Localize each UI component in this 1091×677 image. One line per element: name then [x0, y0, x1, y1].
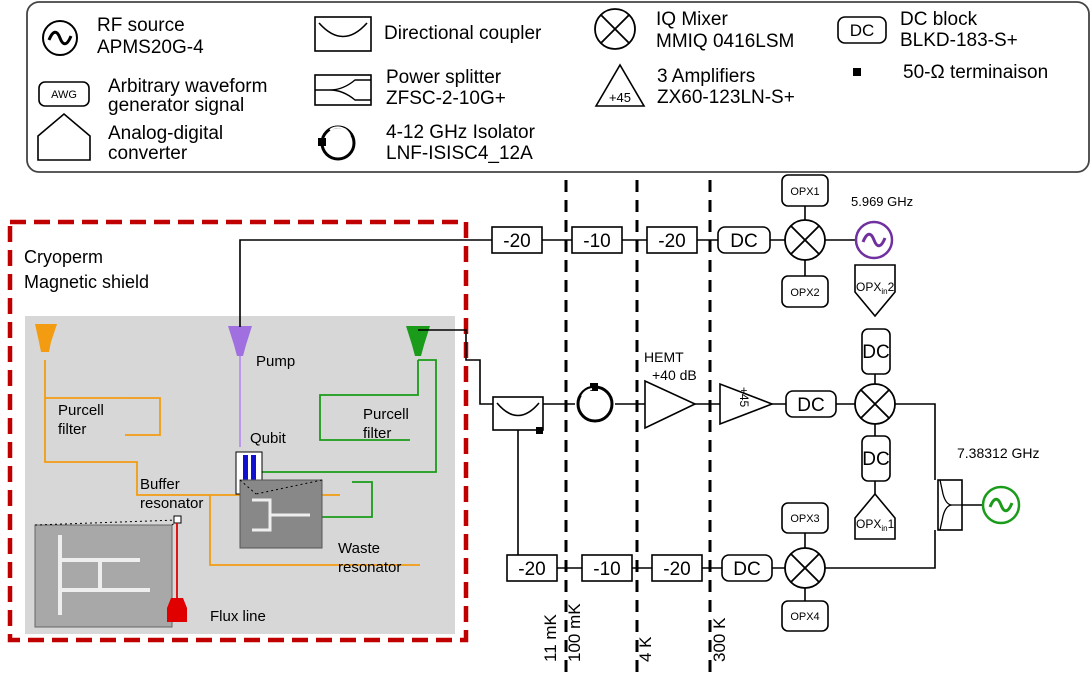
isolator-icon — [322, 127, 354, 159]
purcell-left-line1: Purcell — [58, 402, 104, 419]
isolator — [578, 387, 612, 421]
readout-line: HEMT +40 dB +45 DC OPXin2 DC DC OPXin1 7… — [493, 265, 1040, 539]
amplifiers-model: ZX60-123LN-S+ — [657, 87, 795, 108]
directional-coupler — [493, 397, 543, 430]
bottom-att-3-label: -20 — [663, 559, 690, 580]
hemt-label: HEMT — [644, 349, 684, 365]
readout-frequency: 7.38312 GHz — [957, 445, 1040, 461]
awg-line2: generator signal — [108, 95, 244, 116]
dc-block-model: BLKD-183-S+ — [900, 30, 1018, 51]
amplifier-icon-label: +45 — [609, 90, 631, 105]
purcell-right-line2: filter — [363, 425, 391, 442]
adc-line2: converter — [108, 143, 188, 164]
mixer-model: MMIQ 0416LSM — [656, 31, 794, 52]
coupler-label: Directional coupler — [384, 23, 542, 44]
stage-11mk: 11 mK — [541, 613, 560, 662]
buffer-line2: resonator — [140, 495, 203, 512]
waste-line1: Waste — [338, 540, 380, 557]
dc-block-icon-label: DC — [850, 21, 875, 40]
stage-4k: 4 K — [636, 636, 655, 662]
mixer-title: IQ Mixer — [656, 9, 728, 30]
chip-image: Pump Qubit Purcell filter Purcell filter… — [25, 316, 455, 634]
adc-in2-label: OPXin2 — [856, 280, 895, 296]
awg-line1: Arbitrary waveform — [108, 76, 267, 97]
waste-line2: resonator — [338, 559, 401, 576]
pump-frequency: 5.969 GHz — [851, 194, 913, 209]
awg-icon-label: AWG — [51, 89, 77, 101]
directional-coupler-icon — [315, 17, 371, 51]
shield-line2: Magnetic shield — [24, 272, 149, 292]
isolator-model: LNF-ISISC4_12A — [386, 143, 533, 164]
adc-in2-text: OPX — [856, 280, 881, 294]
termination-label: 50-Ω terminaison — [903, 62, 1048, 83]
bottom-dc-label: DC — [733, 559, 760, 580]
qubit-label: Qubit — [250, 430, 287, 447]
readout-dc-label: DC — [797, 395, 824, 416]
purcell-left-line2: filter — [58, 421, 86, 438]
shield-line1: Cryoperm — [24, 247, 103, 267]
adc-line1: Analog-digital — [108, 123, 223, 144]
amp-gain-label: +45 — [737, 387, 751, 408]
hemt-gain: +40 dB — [652, 367, 697, 383]
purcell-right-line1: Purcell — [363, 406, 409, 423]
hemt-amplifier — [645, 381, 695, 428]
coupler-termination — [536, 427, 543, 434]
stage-lines — [566, 180, 710, 677]
top-att-1-label: -20 — [503, 231, 530, 252]
opx2-label: OPX2 — [790, 287, 819, 299]
bottom-att-1-label: -20 — [518, 559, 545, 580]
rf-source-title: RF source — [97, 15, 185, 36]
adc-in1-num: 1 — [888, 517, 895, 531]
dc-block-title: DC block — [900, 9, 978, 30]
demod-dc-bottom-label: DC — [862, 449, 889, 470]
opx4-label: OPX4 — [790, 611, 819, 623]
top-att-2-label: -10 — [583, 231, 610, 252]
flux-label: Flux line — [210, 608, 266, 625]
opx3-label: OPX3 — [790, 513, 819, 525]
zoom-inset-left — [35, 525, 172, 627]
adc-in2-num: 2 — [888, 280, 895, 294]
adc-in1-label: OPXin1 — [856, 517, 895, 533]
top-dc-label: DC — [730, 231, 757, 252]
adc-in1-text: OPX — [856, 517, 881, 531]
stage-300k: 300 K — [710, 617, 729, 662]
top-line: -20 -10 -20 DC OPX1 OPX2 5.969 GHz — [492, 175, 913, 307]
flux-port — [167, 598, 187, 622]
top-att-3-label: -20 — [658, 231, 685, 252]
rf-source-model: APMS20G-4 — [97, 37, 204, 58]
amplifiers-title: 3 Amplifiers — [657, 66, 755, 87]
isolator-title: 4-12 GHz Isolator — [386, 122, 536, 143]
opx1-label: OPX1 — [790, 186, 819, 198]
pump-label: Pump — [256, 353, 295, 370]
bottom-att-2-label: -10 — [593, 559, 620, 580]
splitter-model: ZFSC-2-10G+ — [386, 88, 506, 109]
stage-100mk: 100 mK — [565, 603, 584, 662]
termination-icon — [853, 68, 861, 76]
buffer-line1: Buffer — [140, 476, 180, 493]
bottom-line: -20 -10 -20 DC OPX3 OPX4 — [507, 503, 828, 631]
splitter-title: Power splitter — [386, 67, 502, 88]
demod-dc-top-label: DC — [862, 342, 889, 363]
